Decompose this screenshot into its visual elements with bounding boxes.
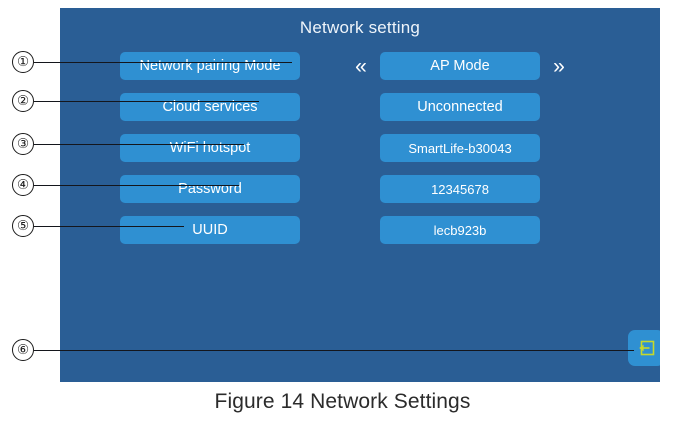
setting-label-wifi-hotspot[interactable]: WiFi hotspot	[120, 134, 300, 162]
page-title: Network setting	[299, 18, 421, 37]
setting-label-uuid[interactable]: UUID	[120, 216, 300, 244]
settings-row: UUID lecb923b	[60, 212, 660, 253]
exit-return-icon	[635, 337, 657, 359]
setting-label-network-pairing-mode[interactable]: Network pairing Mode	[120, 52, 300, 80]
chevron-left-icon[interactable]: «	[355, 54, 367, 78]
chevron-right-icon[interactable]: »	[553, 54, 565, 78]
device-screen-panel: Network setting Network pairing Mode « A…	[60, 8, 660, 382]
setting-value-wifi-hotspot[interactable]: SmartLife-b30043	[380, 134, 540, 162]
settings-row: Password 12345678	[60, 171, 660, 212]
leader-line-6	[34, 350, 634, 351]
setting-value-network-pairing-mode[interactable]: AP Mode	[380, 52, 540, 80]
leader-line-3	[34, 144, 244, 145]
setting-value-password[interactable]: 12345678	[380, 175, 540, 203]
settings-row: Network pairing Mode « AP Mode »	[60, 48, 660, 89]
leader-line-2	[34, 101, 259, 102]
setting-value-cloud-services[interactable]: Unconnected	[380, 93, 540, 121]
callout-marker-1: ①	[12, 51, 34, 73]
figure-caption: Figure 14 Network Settings	[214, 390, 471, 413]
back-button[interactable]	[628, 330, 660, 366]
setting-value-uuid[interactable]: lecb923b	[380, 216, 540, 244]
leader-line-5	[34, 226, 184, 227]
callout-marker-4: ④	[12, 174, 34, 196]
leader-line-4	[34, 185, 239, 186]
setting-label-password[interactable]: Password	[120, 175, 300, 203]
callout-marker-6: ⑥	[12, 339, 34, 361]
callout-marker-2: ②	[12, 90, 34, 112]
settings-row: WiFi hotspot SmartLife-b30043	[60, 130, 660, 171]
settings-list: Network pairing Mode « AP Mode » Cloud s…	[60, 48, 660, 253]
leader-line-1	[34, 62, 292, 63]
callout-marker-5: ⑤	[12, 215, 34, 237]
settings-row: Cloud services Unconnected	[60, 89, 660, 130]
setting-label-cloud-services[interactable]: Cloud services	[120, 93, 300, 121]
callout-marker-3: ③	[12, 133, 34, 155]
